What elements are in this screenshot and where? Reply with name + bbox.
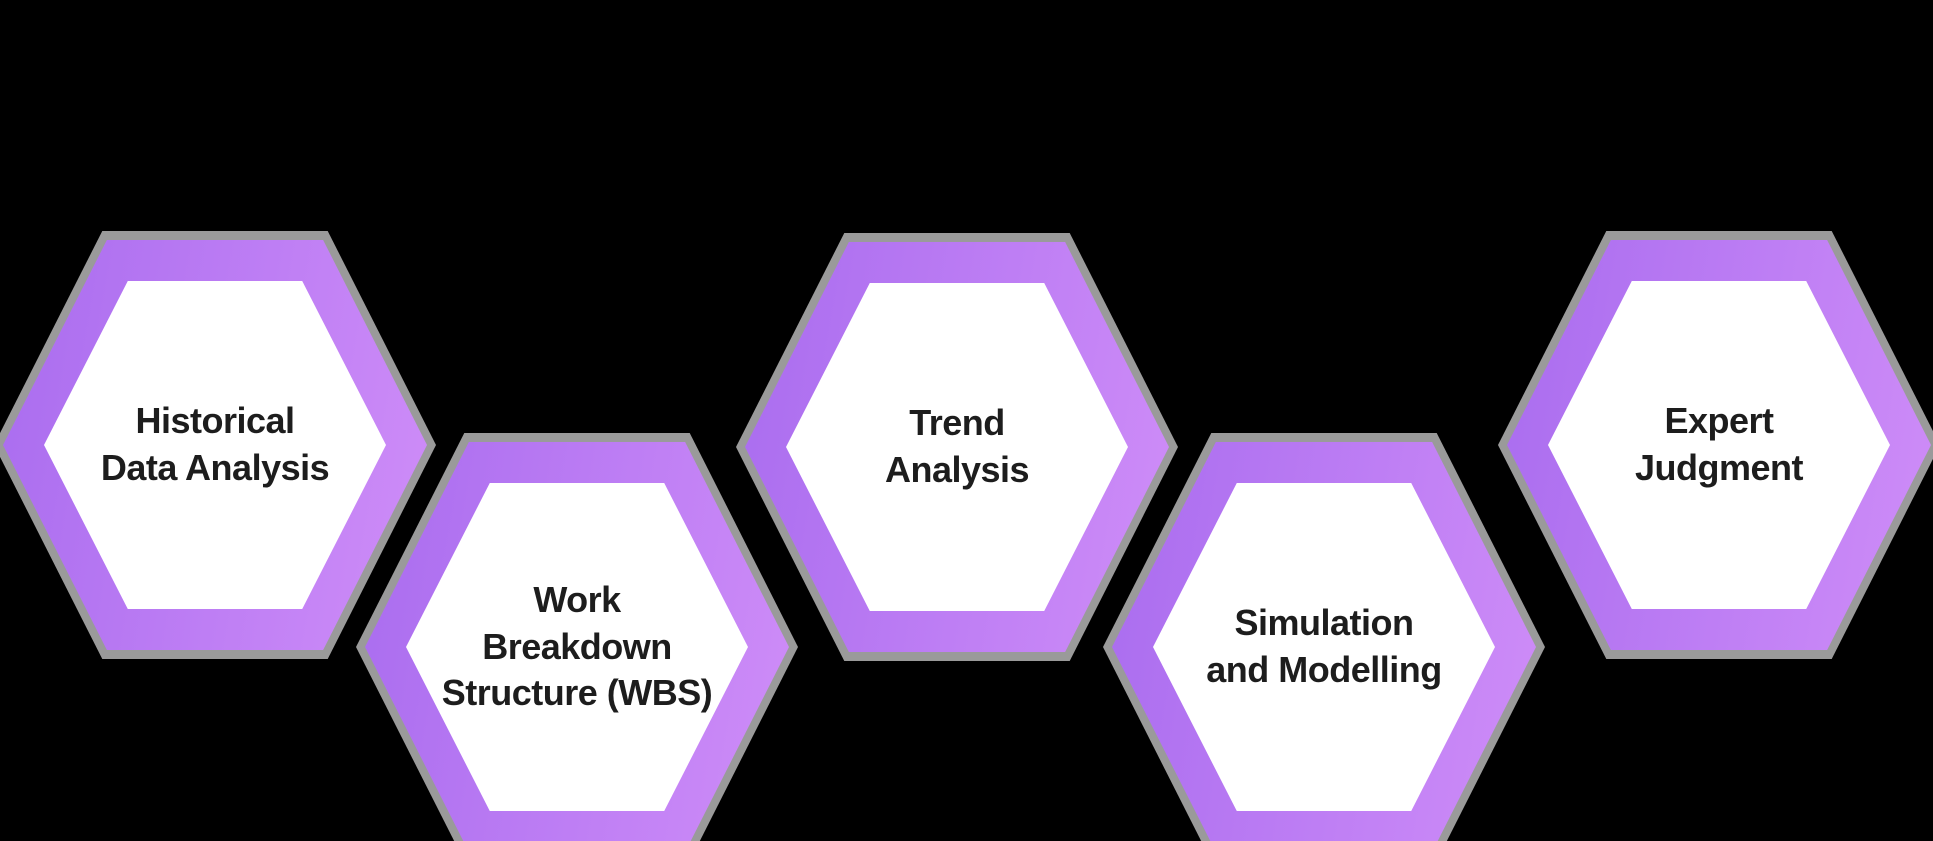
hexagon-label-line: Structure (WBS)	[441, 672, 713, 714]
hexagon-fill	[1548, 281, 1890, 609]
hexagon-label-line: Trend	[909, 402, 1005, 444]
hexagon-label: Expert Judgment	[1507, 240, 1931, 650]
hexagon-label-line: Data Analysis	[100, 447, 330, 488]
hexagon-work-breakdown-structure: Work Breakdown Structure (WBS)	[356, 433, 798, 841]
hexagon-label-line: Breakdown	[482, 625, 672, 667]
hexagon-label-line: Analysis	[884, 449, 1030, 490]
hexagon-label: Simulation and Modelling	[1112, 442, 1536, 841]
hexagon-label-line: Simulation	[1234, 602, 1414, 644]
hexagon-trend-analysis: Trend Analysis	[736, 233, 1178, 661]
hexagon-label-line: and Modelling	[1206, 649, 1442, 690]
hexagon-label-line: Work	[533, 578, 621, 620]
hexagon-simulation-and-modelling: Simulation and Modelling	[1103, 433, 1545, 841]
hexagon-label-line: Historical	[135, 400, 295, 442]
hexagon-fill	[44, 281, 386, 609]
hexagon-historical-data-analysis: Historical Data Analysis	[0, 231, 436, 659]
hexagon-fill	[1153, 483, 1495, 811]
hexagon-fill	[406, 483, 748, 811]
hexagon-fill	[786, 283, 1128, 611]
hexagon-expert-judgment: Expert Judgment	[1498, 231, 1933, 659]
hexagon-label: Trend Analysis	[745, 242, 1169, 652]
hexagon-label-line: Expert	[1664, 400, 1774, 442]
hexagon-label-line: Judgment	[1634, 447, 1804, 488]
hexagon-label: Work Breakdown Structure (WBS)	[365, 442, 789, 841]
hexagon-label: Historical Data Analysis	[3, 240, 427, 650]
